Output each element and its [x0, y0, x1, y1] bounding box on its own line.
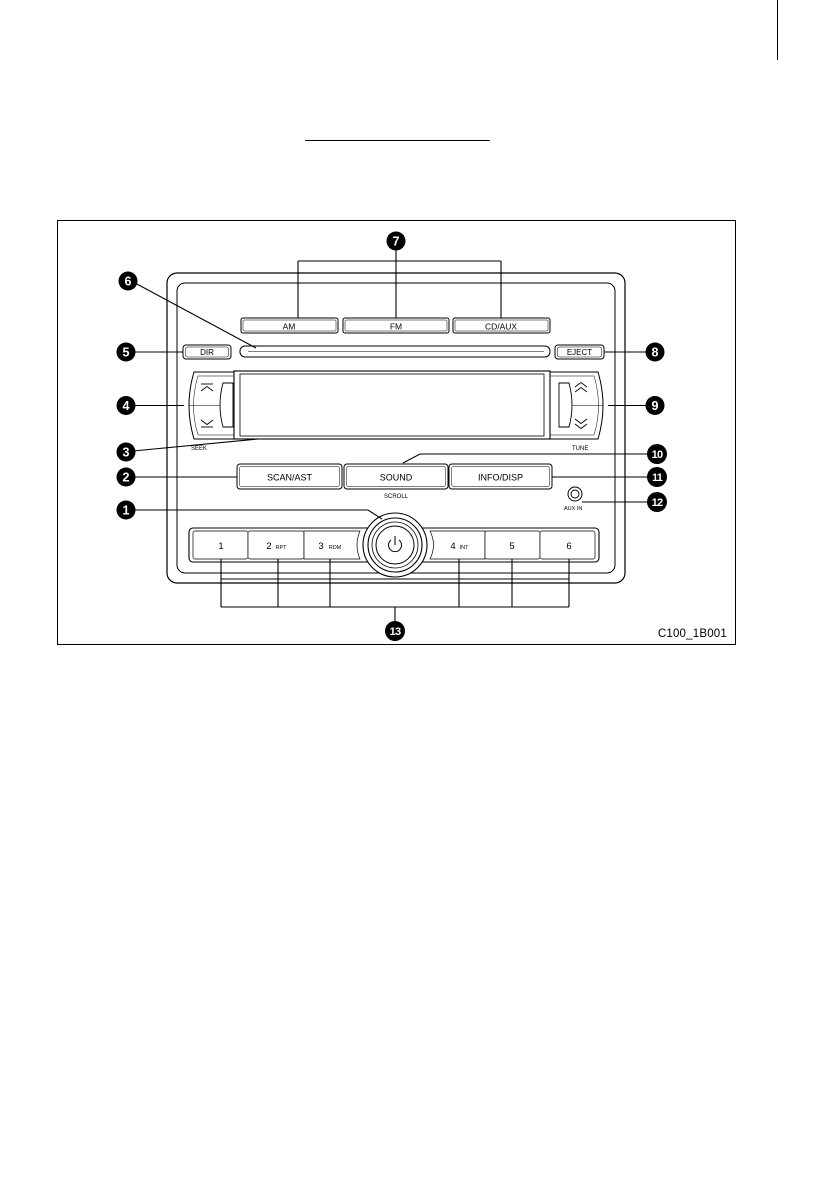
svg-text:8: 8: [652, 346, 659, 360]
preset-button-6[interactable]: 6: [540, 531, 595, 559]
svg-text:3: 3: [123, 446, 130, 460]
svg-text:10: 10: [652, 449, 663, 461]
aux-in-jack[interactable]: [568, 487, 582, 501]
fm-label: FM: [390, 322, 402, 332]
fm-button[interactable]: FM: [343, 318, 449, 333]
aux-in-label: AUX IN: [564, 506, 582, 512]
svg-text:7: 7: [393, 235, 400, 249]
tune-rocker[interactable]: [544, 372, 603, 439]
callout-1: 1: [117, 501, 136, 520]
scan-ast-button[interactable]: SCAN/AST: [237, 464, 342, 489]
eject-button[interactable]: EJECT: [555, 345, 604, 359]
callout-5: 5: [117, 343, 136, 362]
dir-button[interactable]: DIR: [183, 345, 231, 359]
preset-4-label: 4: [450, 541, 455, 552]
display-screen: [240, 374, 544, 436]
page-edge-line: [777, 0, 778, 60]
info-disp-button[interactable]: INFO/DISP: [449, 464, 552, 489]
preset-button-2[interactable]: 2 RPT: [248, 531, 304, 559]
callout-2: 2: [117, 468, 136, 487]
callout-7: 7: [387, 232, 406, 251]
callout-12: 12: [647, 492, 667, 512]
cd-aux-label: CD/AUX: [485, 322, 517, 332]
tune-label: TUNE: [572, 446, 588, 452]
callout-4: 4: [117, 396, 136, 415]
seek-label: SEEK: [191, 446, 207, 452]
eject-label: EJECT: [567, 348, 592, 357]
callout-10: 10: [647, 444, 667, 464]
callout-6: 6: [119, 272, 138, 291]
svg-text:13: 13: [390, 626, 401, 638]
svg-text:9: 9: [652, 399, 659, 413]
radio-figure: AM FM CD/AUX DIR EJECT SEEK: [57, 220, 736, 645]
svg-text:5: 5: [123, 346, 130, 360]
preset-6-label: 6: [566, 541, 571, 552]
header-rule: [305, 140, 490, 141]
preset-2-label: 2: [266, 541, 271, 552]
am-button[interactable]: AM: [241, 318, 338, 333]
callout-3: 3: [117, 443, 136, 462]
preset-2-sub-label: RPT: [276, 545, 288, 551]
svg-text:1: 1: [123, 504, 130, 518]
cd-aux-button[interactable]: CD/AUX: [453, 318, 550, 333]
callout-13: 13: [385, 621, 405, 641]
callout-9: 9: [646, 396, 665, 415]
preset-button-1[interactable]: 1: [193, 531, 248, 559]
preset-3-sub-label: RDM: [329, 545, 342, 551]
svg-text:11: 11: [652, 472, 663, 484]
preset-5-label: 5: [509, 541, 514, 552]
preset-button-5[interactable]: 5: [485, 531, 540, 559]
radio-diagram: AM FM CD/AUX DIR EJECT SEEK: [58, 221, 737, 646]
sound-label: SOUND: [380, 473, 413, 483]
callout-11: 11: [647, 467, 667, 487]
svg-text:4: 4: [123, 399, 130, 413]
preset-button-4[interactable]: 4 INT: [430, 531, 485, 559]
svg-text:6: 6: [125, 275, 132, 289]
svg-text:12: 12: [652, 497, 663, 509]
preset-1-label: 1: [218, 541, 223, 552]
am-label: AM: [283, 322, 296, 332]
info-disp-label: INFO/DISP: [478, 473, 523, 483]
scroll-label: SCROLL: [384, 494, 409, 500]
scan-ast-label: SCAN/AST: [267, 473, 313, 483]
preset-4-sub-label: INT: [460, 545, 470, 551]
svg-text:2: 2: [123, 471, 130, 485]
figure-code: C100_1B001: [658, 628, 727, 640]
dir-label: DIR: [200, 348, 214, 357]
preset-3-label: 3: [318, 541, 323, 552]
preset-button-3[interactable]: 3 RDM: [304, 531, 360, 559]
sound-button[interactable]: SOUND: [344, 464, 448, 489]
callout-8: 8: [646, 343, 665, 362]
